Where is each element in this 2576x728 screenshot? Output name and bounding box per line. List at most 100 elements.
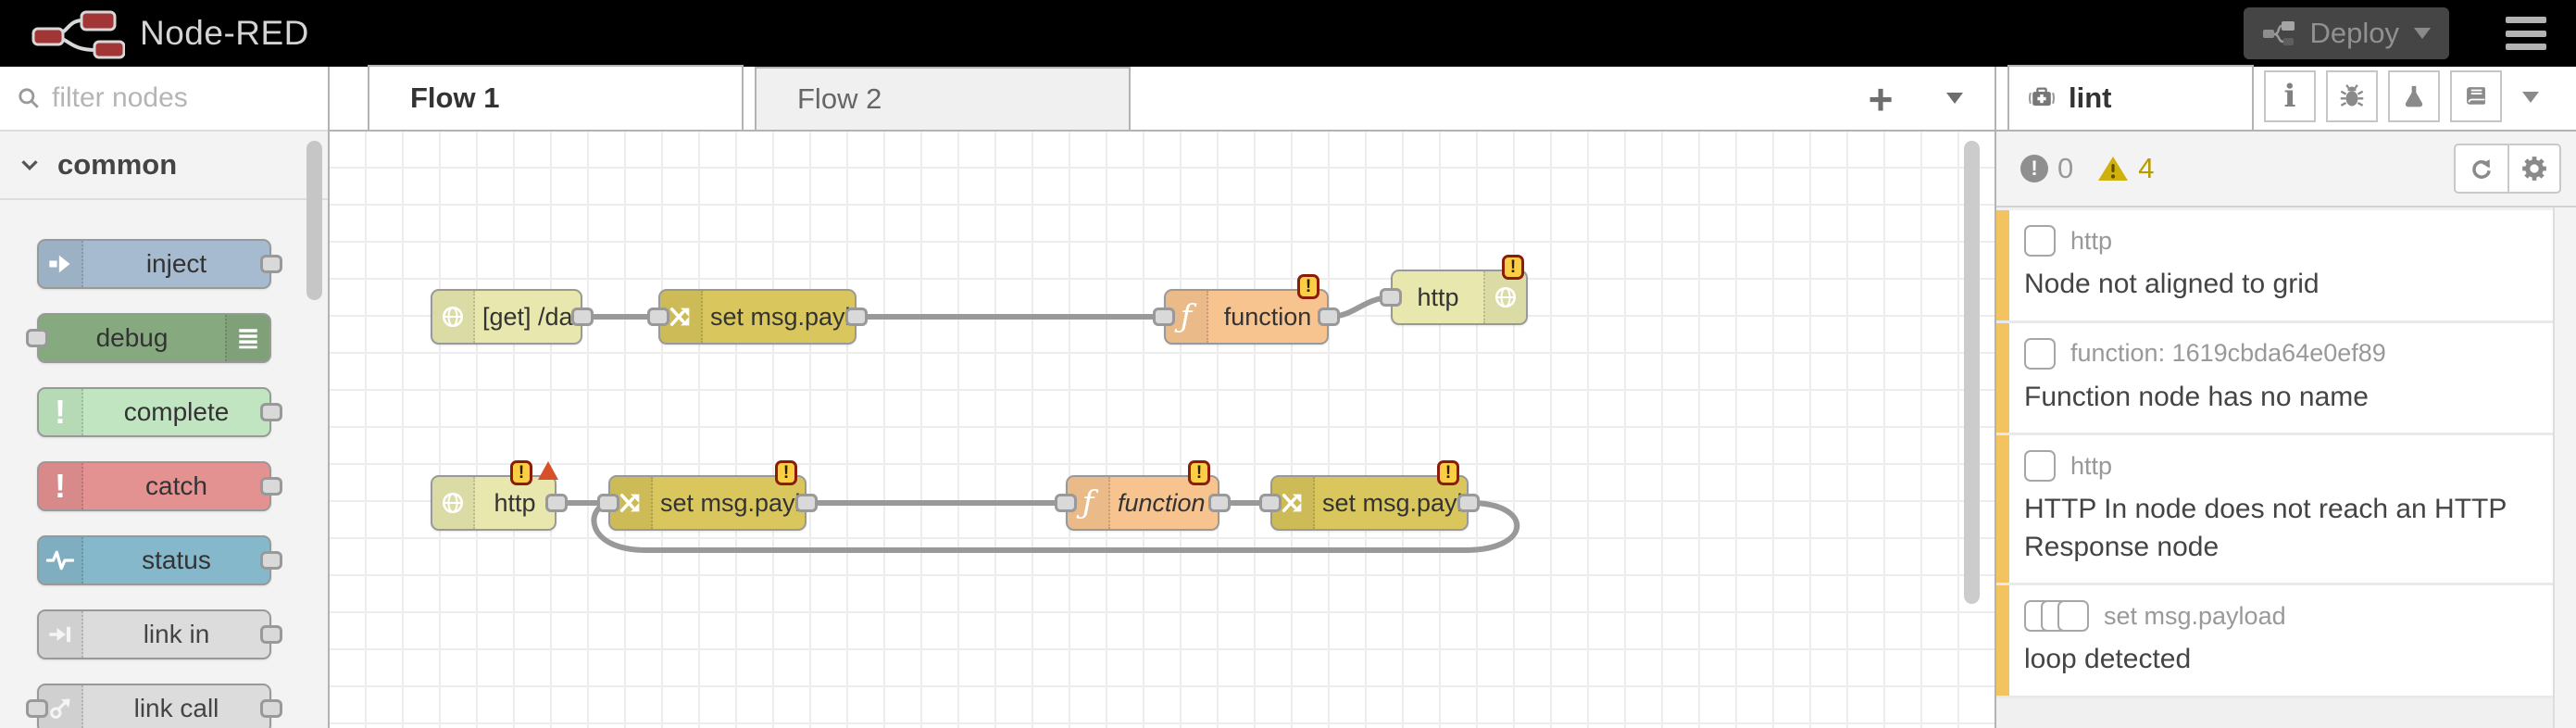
palette-node-label: complete bbox=[123, 397, 230, 426]
palette-scrollbar[interactable] bbox=[306, 141, 322, 300]
output-port[interactable] bbox=[260, 551, 282, 570]
flow-list-caret-icon[interactable] bbox=[1946, 93, 1963, 104]
warning-stripe bbox=[1996, 585, 2009, 696]
warning-triangle-icon bbox=[2098, 157, 2129, 181]
palette-body: common inject debug bbox=[0, 132, 328, 728]
input-port[interactable] bbox=[1259, 494, 1282, 512]
node-type-chip-change bbox=[2057, 600, 2089, 632]
tab-flow-1[interactable]: Flow 1 bbox=[368, 65, 744, 130]
output-port[interactable] bbox=[260, 255, 282, 273]
node-type-chip-http bbox=[2024, 225, 2056, 257]
refresh-button[interactable] bbox=[2456, 145, 2507, 192]
lint-message: loop detected bbox=[2024, 644, 2192, 674]
palette-node-link-in[interactable]: link in bbox=[37, 609, 282, 659]
filter-nodes-input[interactable] bbox=[52, 82, 283, 114]
output-port[interactable] bbox=[545, 494, 568, 512]
flow-canvas[interactable]: [get] /data set msg.payload ƒ function bbox=[330, 132, 1995, 728]
info-icon: i bbox=[2283, 78, 2296, 115]
flow-node-change-3[interactable]: set msg.payload ! bbox=[1259, 460, 1480, 531]
warning-stripe bbox=[1996, 210, 2009, 320]
info-tab-button[interactable]: i bbox=[2264, 70, 2316, 122]
deploy-button[interactable]: Deploy bbox=[2243, 7, 2449, 59]
flow-node-function[interactable]: ƒ function ! bbox=[1153, 274, 1340, 345]
output-port[interactable] bbox=[845, 308, 868, 326]
deploy-icon bbox=[2262, 21, 2295, 45]
wire-loop bbox=[591, 500, 1520, 553]
palette-category-label: common bbox=[57, 148, 178, 181]
output-port[interactable] bbox=[260, 403, 282, 421]
palette-category-common[interactable]: common bbox=[0, 132, 328, 200]
palette-node-status[interactable]: status bbox=[37, 535, 282, 585]
output-port[interactable] bbox=[795, 494, 818, 512]
node-type-chip-http bbox=[2024, 450, 2056, 482]
warning-badge: ! bbox=[775, 460, 797, 485]
input-port[interactable] bbox=[1055, 494, 1077, 512]
lint-node-label: set msg.payload bbox=[2104, 601, 2286, 630]
exclamation-icon: ! bbox=[39, 389, 83, 435]
canvas-scrollbar[interactable] bbox=[1964, 141, 1980, 604]
tab-lint[interactable]: lint bbox=[2007, 65, 2254, 130]
lint-issue-list: http Node not aligned to grid ƒ function… bbox=[1996, 207, 2553, 728]
test-tab-button[interactable] bbox=[2388, 70, 2440, 122]
chevron-down-icon bbox=[21, 160, 38, 171]
palette-search-bar bbox=[0, 67, 328, 132]
input-port[interactable] bbox=[26, 329, 48, 347]
palette-node-label: catch bbox=[145, 471, 207, 500]
output-port[interactable] bbox=[571, 308, 594, 326]
input-port[interactable] bbox=[597, 494, 619, 512]
node-red-logo-icon bbox=[31, 10, 125, 59]
flow-node-http-response[interactable]: http ! bbox=[1380, 255, 1528, 325]
deploy-options-caret-icon[interactable] bbox=[2414, 28, 2431, 39]
debug-tab-button[interactable] bbox=[2326, 70, 2378, 122]
palette-node-label: debug bbox=[95, 323, 169, 352]
output-port[interactable] bbox=[260, 625, 282, 644]
help-tab-button[interactable] bbox=[2450, 70, 2502, 122]
palette-node-inject[interactable]: inject bbox=[37, 239, 282, 289]
flow-tab-bar: Flow 1 Flow 2 + bbox=[330, 65, 1995, 132]
warning-badge: ! bbox=[1437, 460, 1459, 485]
globe-icon bbox=[1483, 271, 1526, 323]
palette-node-list: inject debug ! complete bbox=[0, 200, 328, 728]
sidebar-tabs-caret-icon[interactable] bbox=[2522, 92, 2539, 103]
palette-node-catch[interactable]: ! catch bbox=[37, 461, 282, 511]
lint-item-loop[interactable]: ƒ set msg.payload loop detected bbox=[1996, 585, 2553, 698]
input-port[interactable] bbox=[647, 308, 669, 326]
flow-node-http-in-get-data[interactable]: [get] /data bbox=[431, 289, 594, 345]
sidebar-scroll-gutter[interactable] bbox=[2553, 207, 2576, 728]
tab-flow-2[interactable]: Flow 2 bbox=[755, 67, 1131, 130]
flask-icon bbox=[2405, 85, 2423, 107]
flow-node-http-in-2[interactable]: http ! bbox=[431, 460, 568, 531]
settings-button[interactable] bbox=[2507, 145, 2559, 192]
palette-node-debug[interactable]: debug bbox=[26, 313, 271, 363]
palette-node-link-call[interactable]: link call bbox=[26, 684, 282, 728]
warning-badge: ! bbox=[1297, 274, 1319, 299]
output-port[interactable] bbox=[1318, 308, 1340, 326]
flow-node-change-1[interactable]: set msg.payload bbox=[647, 289, 868, 345]
flow-node-function-1[interactable]: ƒ function 1 ! bbox=[1055, 460, 1231, 531]
sidebar-tab-label: lint bbox=[2069, 82, 2112, 114]
input-port[interactable] bbox=[1153, 308, 1175, 326]
lint-item-http-response[interactable]: http HTTP In node does not reach an HTTP… bbox=[1996, 435, 2553, 585]
hamburger-icon bbox=[2506, 17, 2546, 23]
input-port[interactable] bbox=[26, 699, 48, 718]
output-port[interactable] bbox=[1208, 494, 1231, 512]
lint-body: http Node not aligned to grid ƒ function… bbox=[1996, 207, 2576, 728]
lint-item-grid[interactable]: http Node not aligned to grid bbox=[1996, 210, 2553, 323]
output-port[interactable] bbox=[260, 699, 282, 718]
lint-item-function-name[interactable]: ƒ function: 1619cbda64e0ef89 Function no… bbox=[1996, 322, 2553, 435]
palette-node-complete[interactable]: ! complete bbox=[37, 387, 282, 437]
main-menu-button[interactable] bbox=[2500, 15, 2552, 52]
add-flow-button[interactable]: + bbox=[1868, 75, 1894, 123]
gear-icon bbox=[2522, 157, 2546, 181]
output-port[interactable] bbox=[1457, 494, 1480, 512]
heartbeat-icon bbox=[39, 537, 83, 584]
input-port[interactable] bbox=[1380, 288, 1402, 307]
flow-node-change-2[interactable]: set msg.payload ! bbox=[597, 460, 818, 531]
wires-layer[interactable] bbox=[330, 132, 1995, 728]
lint-message: Function node has no name bbox=[2024, 381, 2369, 412]
output-port[interactable] bbox=[260, 477, 282, 496]
debug-icon bbox=[225, 315, 269, 361]
link-in-icon bbox=[39, 611, 83, 658]
error-triangle-icon bbox=[538, 461, 558, 480]
refresh-icon bbox=[2472, 159, 2491, 179]
